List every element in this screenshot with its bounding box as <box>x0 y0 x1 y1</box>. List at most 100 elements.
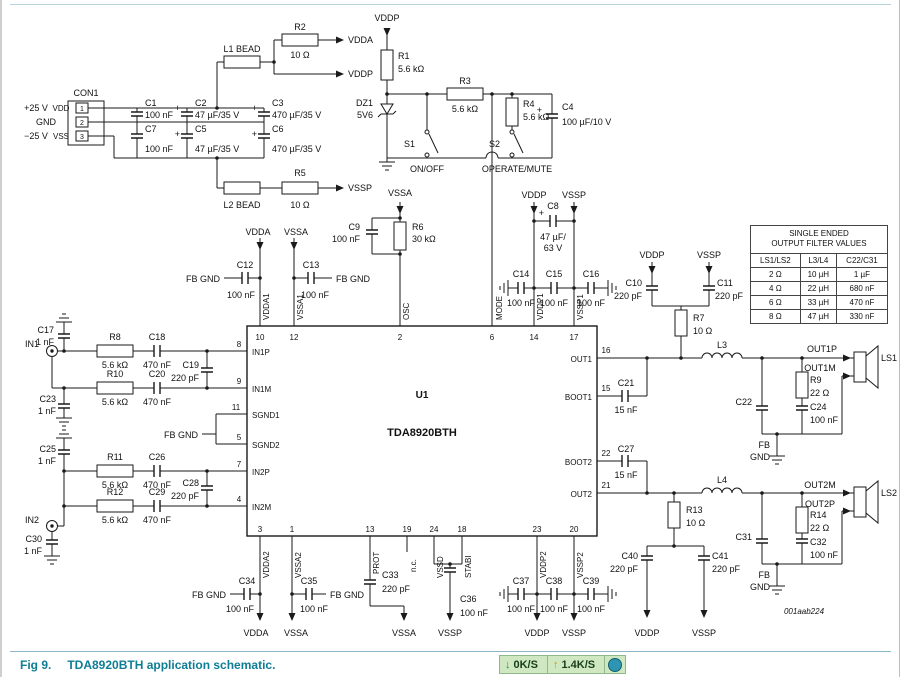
pnum-9: 9 <box>237 377 242 386</box>
c2-plus: + <box>175 103 180 113</box>
pnum-12: 12 <box>290 333 299 342</box>
l2-label: L2 BEAD <box>223 200 261 210</box>
c29-ref: C29 <box>149 487 166 497</box>
c40-ref: C40 <box>621 551 638 561</box>
ferrite-bead-l2 <box>223 181 261 195</box>
c16-val: 100 nF <box>577 298 606 308</box>
con1-vss: VSS <box>53 132 69 141</box>
capacitor-plates <box>46 111 808 600</box>
pn-prot: PROT <box>372 552 381 574</box>
r10-ref: R10 <box>107 369 124 379</box>
network-speed-widget[interactable]: ↓ 0K/S ↑ 1.4K/S <box>499 655 627 674</box>
pn-nc: n.c. <box>409 559 418 572</box>
resistor-r4 <box>505 97 519 127</box>
vssp-rail: VSSP <box>348 183 372 193</box>
r8-ref: R8 <box>109 332 121 342</box>
resistor-r7 <box>674 309 688 337</box>
pn-in2p: IN2P <box>252 468 270 477</box>
out1m-label: OUT1M <box>804 363 836 373</box>
c8-val1: 47 µF/ <box>540 232 566 242</box>
table-row: 6 Ω 33 µH 470 nF <box>750 294 889 310</box>
cell-l-2: 10 µH <box>799 266 837 282</box>
c9-ref: C9 <box>348 222 360 232</box>
pnum-1: 1 <box>290 525 295 534</box>
c25-ref: C25 <box>39 444 56 454</box>
pn-sgnd2: SGND2 <box>252 441 280 450</box>
figure-caption-text: TDA8920BTH application schematic. <box>67 657 276 672</box>
c15-ref: C15 <box>546 269 563 279</box>
r1-val: 5.6 kΩ <box>398 64 425 74</box>
l4-label: L4 <box>717 475 727 485</box>
network-monitor-icon[interactable] <box>605 655 627 674</box>
fbgnd-sgnd: FB GND <box>164 430 199 440</box>
pnum-17: 17 <box>570 333 579 342</box>
c34-val: 100 nF <box>226 604 255 614</box>
figure-caption: Fig 9. TDA8920BTH application schematic. <box>10 651 891 677</box>
vdda-feed: VDDA <box>245 227 270 237</box>
r14-val: 22 Ω <box>810 523 830 533</box>
pnum-23: 23 <box>533 525 542 534</box>
upload-speed[interactable]: ↑ 1.4K/S <box>547 655 606 674</box>
c33-val: 220 pF <box>382 584 411 594</box>
c18-val: 470 nF <box>143 360 172 370</box>
c2-ref: C2 <box>195 98 207 108</box>
c5-ref: C5 <box>195 124 207 134</box>
s1-label: S1 <box>404 139 415 149</box>
r13-val: 10 Ω <box>686 518 706 528</box>
r3-val: 5.6 kΩ <box>452 104 479 114</box>
c25-val: 1 nF <box>38 456 57 466</box>
pnum-16: 16 <box>602 346 611 355</box>
c31-ref: C31 <box>735 532 752 542</box>
pn-vdda2: VDDA2 <box>262 551 271 578</box>
out1p-label: OUT1P <box>807 344 837 354</box>
download-speed[interactable]: ↓ 0K/S <box>499 655 548 674</box>
c34-ref: C34 <box>239 576 256 586</box>
c36-val: 100 nF <box>460 608 489 618</box>
pn-vssd: VSSD <box>436 556 445 578</box>
c21-val: 15 nF <box>614 405 638 415</box>
vssp-snub2: VSSP <box>692 628 716 638</box>
speaker-ls1 <box>853 344 879 390</box>
c10-ref: C10 <box>625 278 642 288</box>
table-row: 2 Ω 10 µH 1 µF <box>750 266 889 282</box>
r6-val: 30 kΩ <box>412 234 436 244</box>
fb2-l1: FB <box>758 570 770 580</box>
r3-ref: R3 <box>459 76 471 86</box>
c35-ref: C35 <box>301 576 318 586</box>
watermark: 001aab224 <box>784 607 825 616</box>
c14-ref: C14 <box>513 269 530 279</box>
cell-imp-4: 4 Ω <box>750 280 801 296</box>
r7-ref: R7 <box>693 313 705 323</box>
in2-label: IN2 <box>25 515 39 525</box>
pnum-20: 20 <box>570 525 579 534</box>
c8-val2: 63 V <box>544 243 563 253</box>
cell-l-4: 22 µH <box>799 280 837 296</box>
r10-val: 5.6 kΩ <box>102 397 129 407</box>
c30-ref: C30 <box>25 534 42 544</box>
resistor-r3 <box>446 87 484 101</box>
dz1-val: 5V6 <box>357 110 373 120</box>
r1-ref: R1 <box>398 51 410 61</box>
fbgnd-c13: FB GND <box>336 274 371 284</box>
output-filter-table: SINGLE ENDED OUTPUT FILTER VALUES LS1/LS… <box>750 225 889 324</box>
pnum-15: 15 <box>602 384 611 393</box>
r9-ref: R9 <box>810 375 822 385</box>
c28-val: 220 pF <box>171 491 200 501</box>
in1-label: IN1 <box>25 339 39 349</box>
c7-ref: C7 <box>145 124 157 134</box>
c30-val: 1 nF <box>24 546 43 556</box>
inductor-symbols <box>701 352 743 494</box>
pnum-13: 13 <box>366 525 375 534</box>
r11-val: 5.6 kΩ <box>102 480 129 490</box>
wires-bottom <box>230 536 604 614</box>
c26-ref: C26 <box>149 452 166 462</box>
con1-label: CON1 <box>73 88 98 98</box>
pn-mode: MODE <box>495 296 504 320</box>
c20-val: 470 nF <box>143 397 172 407</box>
pnum-4: 4 <box>237 495 242 504</box>
inductor-l4 <box>701 487 743 494</box>
c6-ref: C6 <box>272 124 284 134</box>
c4-val: 100 µF/10 V <box>562 117 611 127</box>
l1-label: L1 BEAD <box>223 44 261 54</box>
